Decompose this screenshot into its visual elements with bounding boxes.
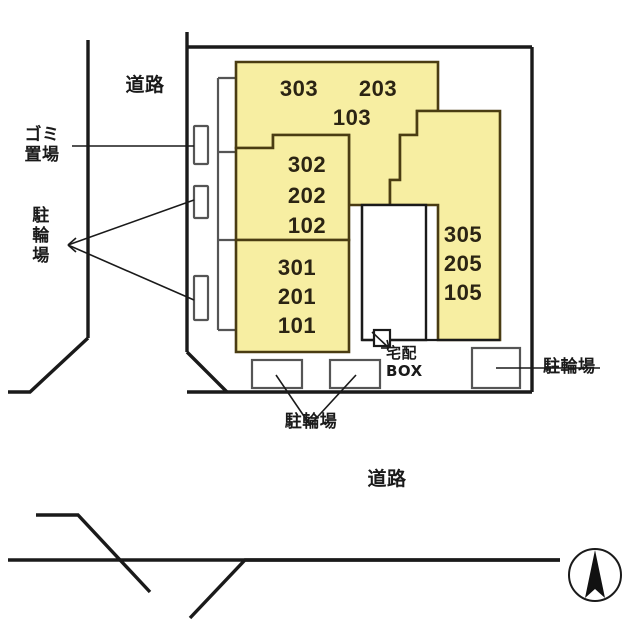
bicycle-parking-label-east: 駐輪場 (543, 357, 596, 377)
unit-105: 105 (443, 280, 483, 305)
delivery-box-marker (372, 328, 392, 348)
unit-305: 305 (443, 222, 483, 247)
entrance-notch-group (372, 328, 392, 348)
unit-205: 205 (443, 251, 483, 276)
delivery-box-label: 宅配 BOX (386, 344, 423, 380)
stair-void-area (360, 203, 428, 342)
bicycle-slot-3 (192, 274, 210, 322)
leader-bicycle-west-upper (67, 199, 195, 246)
north-arrow-icon (585, 550, 605, 598)
bicycle-slot-2 (192, 184, 210, 220)
bicycle-lot-left (250, 358, 304, 390)
compass-rose (568, 548, 622, 602)
leader-bicycle-west-tip-top (67, 237, 77, 246)
unit-block-301-201-101 (234, 238, 351, 354)
road-edge-bottom-left-diagonal (36, 513, 152, 594)
unit-102: 102 (287, 213, 327, 238)
leader-delivery-box-arrow-b (386, 339, 390, 349)
unit-101: 101 (277, 313, 317, 338)
leader-bicycle-bottom-left (275, 374, 311, 426)
road-boundary-lines (8, 32, 560, 620)
leader-delivery-box (371, 331, 390, 349)
leader-bicycle-west-lower (67, 244, 195, 301)
road-edge-bottom-right-diagonal (188, 558, 560, 620)
unit-302: 302 (287, 152, 327, 177)
bicycle-slots-west (192, 124, 210, 322)
unit-303: 303 (279, 76, 319, 101)
building-units (234, 60, 502, 354)
bicycle-parking-label-west: 駐 輪 場 (32, 206, 50, 267)
unit-202: 202 (287, 183, 327, 208)
unit-block-305-205-105 (388, 109, 502, 342)
leader-bicycle-bottom-right (309, 374, 357, 426)
road-label-bottom: 道路 (367, 468, 407, 490)
road-label-top: 道路 (125, 74, 165, 96)
bicycle-lot-right (328, 358, 382, 390)
unit-103: 103 (332, 105, 372, 130)
bicycle-parking-label-bottom: 駐輪場 (284, 412, 338, 432)
road-edge-left-elbow (8, 336, 90, 394)
leader-lines (67, 145, 600, 426)
stairwell-rect (360, 203, 428, 342)
trash-area-label: ゴミ 置場 (24, 125, 60, 166)
bicycle-slot-1 (192, 124, 210, 166)
site-boundary-southwest-diagonal (185, 350, 229, 394)
site-inner-lines (216, 76, 236, 332)
unit-301: 301 (277, 255, 317, 280)
unit-201: 201 (277, 284, 317, 309)
unit-203: 203 (358, 76, 398, 101)
leader-bicycle-west-tip-bottom (67, 244, 77, 253)
